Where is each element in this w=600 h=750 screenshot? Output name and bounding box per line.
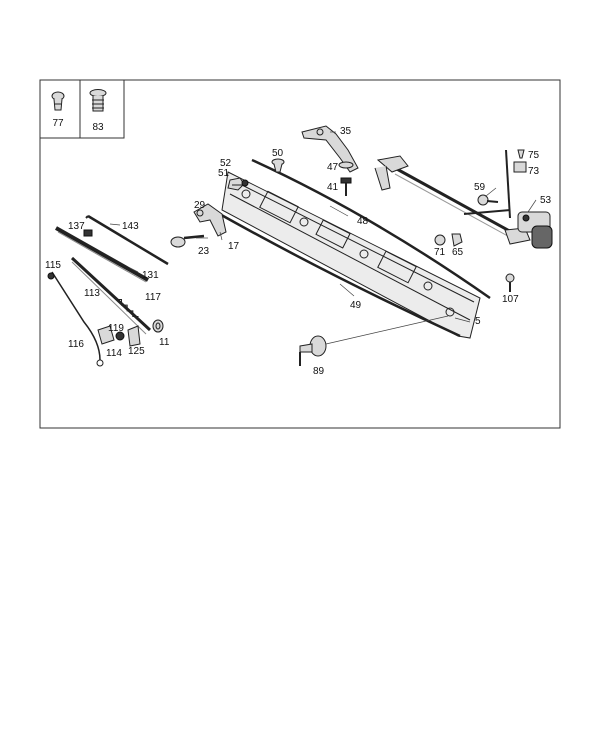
callout-71: 71 — [434, 247, 446, 258]
callout-17: 17 — [228, 241, 240, 252]
callout-50: 50 — [272, 148, 284, 159]
wiper-motor — [517, 211, 553, 249]
callout-115: 115 — [45, 260, 61, 271]
spreader-clip-icon — [89, 89, 107, 112]
wiper-linkage — [374, 149, 531, 245]
wiper-blade-131 — [55, 226, 149, 283]
callout-75: 75 — [528, 150, 540, 161]
bracket — [301, 125, 359, 173]
cover-125 — [127, 325, 141, 347]
cap-114 — [97, 325, 115, 345]
leader-lines — [109, 131, 537, 323]
push-clip-icon — [51, 91, 65, 111]
spring-117 — [115, 299, 139, 317]
legend-label-77: 77 — [52, 118, 64, 129]
callout-114: 114 — [106, 348, 122, 359]
callout-47: 47 — [327, 162, 339, 173]
callout-137: 137 — [68, 221, 85, 232]
cowl-panel — [221, 171, 481, 339]
washer-65 — [451, 233, 463, 247]
connector-75 — [513, 149, 527, 173]
bolt-23 — [170, 234, 205, 248]
callout-41: 41 — [327, 182, 339, 193]
nut-119 — [115, 331, 125, 341]
callout-51: 51 — [218, 168, 230, 179]
legend-box — [39, 79, 125, 139]
legend-label-83: 83 — [92, 122, 104, 133]
outer-frame — [39, 79, 561, 429]
callout-117: 117 — [145, 292, 161, 303]
washer-nozzle-89 — [299, 315, 449, 366]
callout-131: 131 — [142, 270, 159, 281]
clip-50 — [271, 158, 285, 173]
callout-35: 35 — [340, 126, 352, 137]
callout-143: 143 — [122, 221, 139, 232]
callout-23: 23 — [198, 246, 210, 257]
washer-47 — [338, 161, 354, 169]
bolt-107 — [505, 273, 515, 292]
callout-5: 5 — [475, 316, 481, 327]
callout-11: 11 — [159, 337, 170, 348]
upper-seal — [251, 158, 491, 300]
callout-labels: 5 11 17 23 29 35 41 47 48 49 50 51 52 53… — [45, 126, 552, 377]
nut-11 — [152, 319, 164, 333]
callout-113: 113 — [84, 288, 100, 299]
nut-51 — [227, 177, 245, 191]
nut-71 — [434, 234, 446, 246]
callout-65: 65 — [452, 247, 464, 258]
callout-116: 116 — [68, 339, 84, 350]
callout-59: 59 — [474, 182, 486, 193]
screw-59 — [477, 194, 499, 206]
callout-52-visible: 52 — [220, 158, 232, 169]
wiper-blade-143 — [85, 214, 169, 266]
callout-49: 49 — [350, 300, 362, 311]
callout-119: 119 — [108, 323, 124, 334]
callout-48: 48 — [357, 216, 369, 227]
callout-53: 53 — [540, 195, 552, 206]
arm-bracket-29 — [193, 203, 227, 237]
wiper-arm-113 — [70, 256, 152, 335]
callout-125: 125 — [128, 346, 145, 357]
cap-52 — [241, 179, 249, 187]
bolt-41 — [340, 177, 352, 196]
cable-116 — [47, 271, 104, 367]
callout-29: 29 — [194, 200, 206, 211]
callout-73: 73 — [528, 166, 540, 177]
clip-137 — [83, 229, 93, 237]
callout-107: 107 — [502, 294, 519, 305]
callout-89: 89 — [313, 366, 325, 377]
